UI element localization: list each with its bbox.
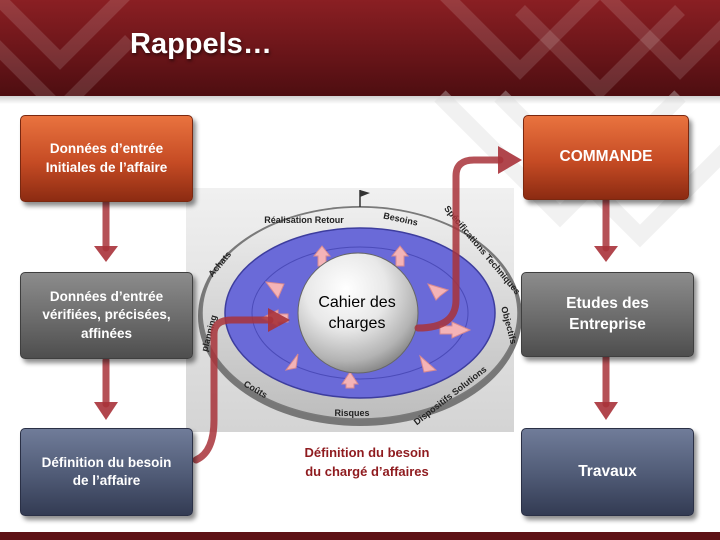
radial-arrow: [390, 245, 410, 267]
arrowhead: [268, 308, 290, 332]
arrowhead: [498, 146, 522, 174]
wheel-inner-line: [251, 246, 469, 380]
arrowhead: [594, 402, 618, 420]
box-donnees-entree-initiales: Données d’entrée Initiales de l’affaire: [20, 115, 193, 202]
header-band: Rappels…: [0, 0, 720, 96]
center-label: Cahier des charges: [318, 294, 396, 332]
arrowhead: [94, 246, 118, 262]
box-etudes-entreprise: Etudes des Entreprise: [521, 272, 694, 357]
watermark-logo-left: [0, 0, 720, 96]
radial-arrow: [419, 354, 438, 373]
radial-arrow: [341, 371, 359, 389]
segment-label: Réalisation Retour: [264, 215, 344, 225]
box-donnees-entree-verifiees: Données d’entrée vérifiées, précisées, a…: [20, 272, 193, 359]
flow-arrow-definition-to-center: [192, 316, 274, 464]
segment-label: Risques: [334, 408, 369, 418]
box-travaux: Travaux: [521, 428, 694, 516]
center-caption: Définition du besoin du chargé d’affaire…: [304, 445, 430, 479]
radial-arrow: [264, 281, 285, 299]
header-shadow: [0, 96, 720, 104]
box-definition-besoin-affaire: Définition du besoin de l’affaire: [20, 428, 193, 516]
bottom-bar: [0, 532, 720, 540]
slide-title: Rappels…: [130, 28, 272, 60]
arrowhead: [594, 246, 618, 262]
flow-arrow-center-to-commande: [414, 156, 504, 332]
radial-arrow: [439, 321, 472, 339]
flag-icon: [360, 190, 370, 197]
box-commande: COMMANDE: [523, 115, 689, 200]
radial-arrow: [427, 283, 450, 301]
arrowhead: [94, 402, 118, 420]
radial-arrow: [284, 353, 299, 371]
center-sphere: [297, 252, 419, 374]
